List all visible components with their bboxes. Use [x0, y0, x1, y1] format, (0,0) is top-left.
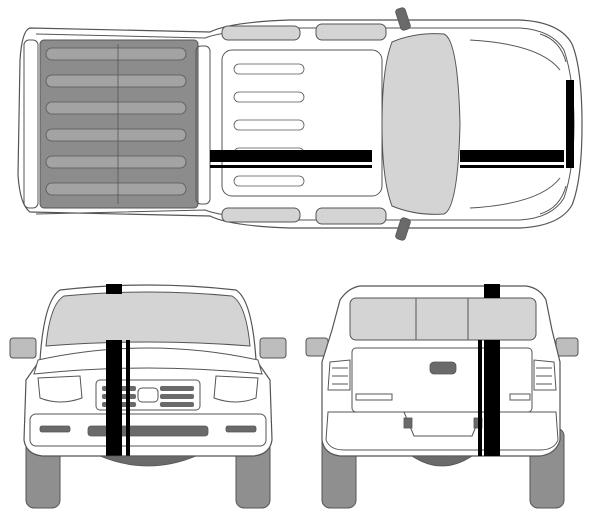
rear-bumper — [325, 411, 559, 451]
headlight-left — [539, 33, 567, 63]
top-window-rear-left — [221, 25, 301, 41]
rear-view — [305, 284, 579, 509]
rear-handle — [429, 361, 457, 375]
front-windshield — [45, 291, 251, 347]
top-view — [17, 7, 583, 241]
top-window-front-left — [315, 23, 387, 41]
rear-underbody — [410, 455, 474, 467]
bed-slat — [45, 101, 187, 115]
grille-bar-right — [160, 402, 194, 407]
rear-taillight-left — [327, 359, 351, 391]
bed-slats — [45, 47, 187, 196]
bed-slat — [45, 47, 187, 61]
rear-stripe-roof — [484, 284, 500, 298]
bed-rail — [195, 45, 211, 205]
bed-slat — [45, 155, 187, 169]
taillight-bars — [332, 367, 552, 385]
front-underbody — [99, 455, 197, 467]
top-stripe-thin — [210, 165, 372, 168]
front-mirror-left — [9, 337, 37, 359]
rear-taillight-right — [533, 359, 557, 391]
top-windshield — [381, 33, 461, 215]
rear-window — [349, 297, 537, 341]
top-stripe-wide-hood — [460, 150, 564, 162]
top-stripe-wide — [210, 150, 372, 162]
top-window-front-right — [315, 207, 387, 225]
roof-rib — [233, 63, 305, 75]
front-emblem — [137, 387, 159, 403]
headlight-right — [539, 185, 567, 215]
rear-bumper-step-left — [403, 417, 413, 429]
front-stripe-thin — [126, 340, 130, 456]
front-mirror-right — [259, 337, 287, 359]
bed-slat — [45, 182, 187, 196]
front-stripe-wide — [106, 340, 122, 456]
front-stripe-roof — [106, 284, 122, 294]
top-tailgate — [23, 39, 39, 209]
front-headlight-right — [213, 375, 259, 403]
bed-slat — [45, 74, 187, 88]
grille-bar-right — [160, 394, 194, 399]
top-stripe-nose — [566, 80, 574, 168]
rear-badge-left — [355, 393, 393, 401]
top-window-rear-right — [221, 207, 301, 223]
front-fog-left — [39, 425, 71, 433]
rear-badge-right — [509, 393, 531, 401]
front-headlight-left — [37, 375, 83, 403]
roof-rib — [233, 175, 305, 187]
rear-stripe-wide — [484, 340, 500, 456]
top-stripe-thin-hood — [460, 165, 564, 168]
rear-stripe-thin — [478, 340, 482, 456]
bed-slat — [45, 128, 187, 142]
front-view — [9, 284, 287, 509]
front-fog-right — [225, 425, 257, 433]
top-mirror-left — [395, 7, 411, 31]
roof-rib — [233, 119, 305, 131]
hood-crease — [469, 39, 561, 209]
roof-rib — [233, 91, 305, 103]
top-mirror-right — [395, 217, 411, 241]
grille-bar-right — [160, 386, 194, 391]
rear-mirror-right — [555, 337, 579, 357]
rear-tailgate — [351, 347, 533, 413]
